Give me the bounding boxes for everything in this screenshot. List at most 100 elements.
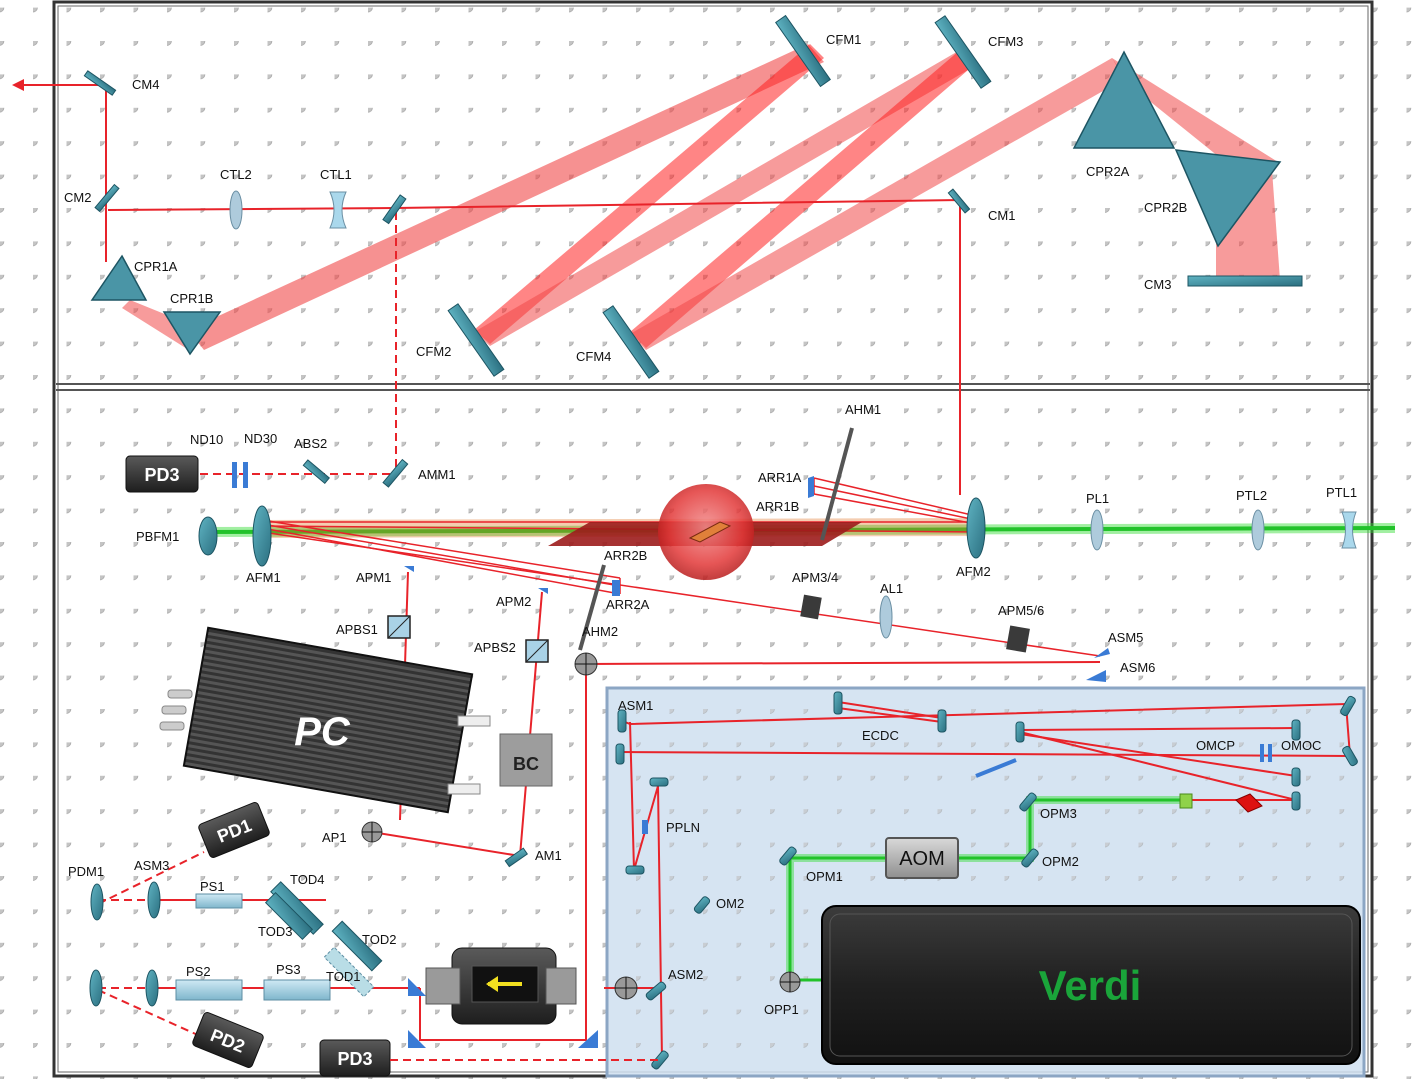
opo-red-plate xyxy=(1235,793,1263,813)
tod2-mirror xyxy=(331,920,383,972)
optical-isolator xyxy=(425,947,577,1025)
cpr2a-prism xyxy=(1072,50,1176,149)
opm3-mirror xyxy=(1019,792,1037,812)
cfm1-mirror xyxy=(775,14,831,88)
label-abs2: ABS2 xyxy=(294,436,327,451)
asm4-mirror xyxy=(145,969,159,1007)
aom-label: AOM xyxy=(899,848,945,870)
label-cpr2a: CPR2A xyxy=(1086,164,1130,179)
ecdc-mirror-2 xyxy=(937,709,947,733)
cm1-mirror xyxy=(947,188,971,214)
asm1-left xyxy=(615,743,625,765)
label-cpr2b: CPR2B xyxy=(1144,200,1187,215)
ppln-mirror-top xyxy=(649,777,669,787)
arr1a-reflector xyxy=(808,476,814,498)
pdm2-mirror xyxy=(89,969,103,1007)
label-cfm1: CFM1 xyxy=(826,32,861,47)
label-ppln: PPLN xyxy=(666,820,700,835)
pl1-lens xyxy=(1090,509,1104,551)
apm1-mirror xyxy=(404,566,414,572)
label-ptl2: PTL2 xyxy=(1236,488,1267,503)
label-arr2b: ARR2B xyxy=(604,548,647,563)
cpr1a-prism xyxy=(90,254,148,301)
tod1-mirror xyxy=(323,946,375,998)
label-arr2a: ARR2A xyxy=(606,597,650,612)
label-asm2: ASM2 xyxy=(668,967,703,982)
ctl1-lens xyxy=(329,191,347,229)
apm2-mirror xyxy=(538,588,548,594)
ppln-crystal xyxy=(642,820,648,834)
wide-beam-5 xyxy=(630,58,1126,350)
cm2-mirror xyxy=(94,183,120,213)
label-cm4: CM4 xyxy=(132,77,159,92)
ahm2-mirror xyxy=(578,564,606,651)
ctl1-mirror-small xyxy=(382,194,407,225)
apm56-block xyxy=(1006,625,1030,653)
label-am1: AM1 xyxy=(535,848,562,863)
pd3-bottom-detector: PD3 xyxy=(319,1039,391,1077)
wide-beam-3 xyxy=(474,50,975,346)
cpr1b-prism xyxy=(162,311,222,356)
pd3-top-label: PD3 xyxy=(144,465,179,485)
nd30-filter xyxy=(243,462,248,488)
label-cpr1b: CPR1B xyxy=(170,291,213,306)
corner-reflector-1 xyxy=(408,978,426,996)
ahm1-mirror xyxy=(820,427,854,541)
label-amm1: AMM1 xyxy=(418,467,456,482)
abs2-splitter xyxy=(302,459,331,485)
asm-right-top xyxy=(1340,695,1356,717)
omoc-mirror xyxy=(1291,719,1301,741)
label-tod4: TOD4 xyxy=(290,872,324,887)
label-ahm2: AHM2 xyxy=(582,624,618,639)
wide-beam-4 xyxy=(630,50,975,348)
label-omoc: OMOC xyxy=(1281,738,1321,753)
arr2a-reflector xyxy=(612,580,620,596)
label-ahm1: AHM1 xyxy=(845,402,881,417)
label-arr1a: ARR1A xyxy=(758,470,802,485)
pbfm1-mirror xyxy=(198,516,218,556)
afm2-mirror xyxy=(966,497,986,559)
label-apbs1: APBS1 xyxy=(336,622,378,637)
pd1-detector: PD1 xyxy=(198,802,270,858)
label-nd30: ND30 xyxy=(244,431,277,446)
label-tod1: TOD1 xyxy=(326,969,360,984)
label-asm1: ASM1 xyxy=(618,698,653,713)
label-cfm4: CFM4 xyxy=(576,349,611,364)
asm-right-mid xyxy=(1342,745,1358,767)
pd3-top-detector: PD3 xyxy=(125,455,199,493)
pd2-detector: PD2 xyxy=(192,1012,264,1068)
label-arr1b: ARR1B xyxy=(756,499,799,514)
label-apm1: APM1 xyxy=(356,570,391,585)
wide-beam-1 xyxy=(188,44,824,350)
omc-mirror-1 xyxy=(1015,721,1025,743)
label-opp1: OPP1 xyxy=(764,1002,799,1017)
nd10-filter xyxy=(232,462,237,488)
label-apm34: APM3/4 xyxy=(792,570,838,585)
label-ptl1: PTL1 xyxy=(1326,485,1357,500)
asm2-mirror xyxy=(645,981,667,1001)
ps2-stretcher xyxy=(175,979,243,1001)
aom-device: AOM xyxy=(885,837,959,879)
asm1-mirror xyxy=(617,709,627,733)
pd3-bottom-label: PD3 xyxy=(337,1049,372,1069)
label-nd10: ND10 xyxy=(190,432,223,447)
apm34-block xyxy=(800,594,822,620)
am1-mirror xyxy=(504,847,529,868)
ecdc-splitter xyxy=(975,758,1017,778)
ctl2-lens xyxy=(229,190,243,230)
cpr2b-prism xyxy=(1174,149,1282,248)
label-pdm1: PDM1 xyxy=(68,864,104,879)
tod3-mirror xyxy=(264,891,314,941)
amm1-mirror xyxy=(382,458,409,488)
corner-reflector-2 xyxy=(408,1030,426,1048)
asm3-mirror xyxy=(147,881,161,919)
label-asm5: ASM5 xyxy=(1108,630,1143,645)
label-apbs2: APBS2 xyxy=(474,640,516,655)
label-ecdc: ECDC xyxy=(862,728,899,743)
afm1-mirror xyxy=(252,505,272,567)
al1-lens xyxy=(879,595,893,639)
opo-crystal xyxy=(1179,793,1193,809)
label-om2: OM2 xyxy=(716,896,744,911)
ps3-stretcher xyxy=(263,979,331,1001)
label-ctl1: CTL1 xyxy=(320,167,352,182)
